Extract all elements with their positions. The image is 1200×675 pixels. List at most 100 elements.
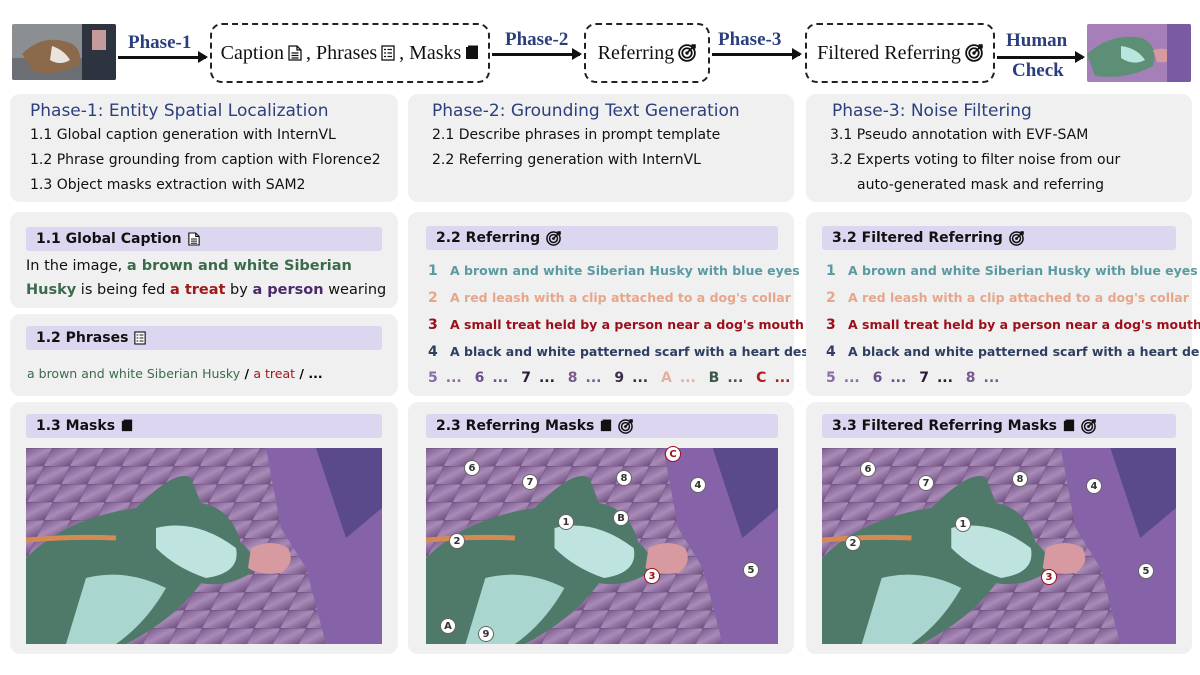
more-num: 6 — [474, 370, 485, 386]
more-num: 6 — [872, 370, 883, 386]
mask-badge: 4 — [1086, 478, 1102, 494]
caption-text-plain: In the image, — [26, 258, 127, 274]
referring-item-3: 3 A small treat held by a person near a d… — [428, 317, 804, 333]
filtered-text: A red leash with a clip attached to a do… — [848, 290, 1189, 305]
phase3-title: Phase-3: Noise Filtering — [832, 101, 1032, 121]
mask-badge: 7 — [918, 475, 934, 491]
filtered-masks-title: 3.3 Filtered Referring Masks — [832, 418, 1058, 434]
document-icon — [288, 45, 302, 61]
check-label: Check — [1012, 60, 1064, 81]
caption-person-phrase: a person — [252, 282, 324, 298]
more-ellipsis: ... — [890, 370, 907, 386]
phase3-panel — [806, 94, 1192, 202]
target-icon — [1009, 231, 1024, 246]
mask-badge: 5 — [1138, 563, 1154, 579]
list-icon — [134, 331, 146, 345]
referring-more-items: 5... 6... 7... 8... 9... A... B... C... — [428, 370, 798, 386]
mask-badge: C — [665, 446, 681, 462]
referring-text: A small treat held by a person near a do… — [450, 317, 804, 332]
more-num: C — [756, 370, 767, 386]
phase2-step-2: 2.2 Referring generation with InternVL — [432, 152, 701, 168]
global-caption-title: 1.1 Global Caption — [36, 231, 182, 247]
more-num: 7 — [919, 370, 929, 386]
referring-num: 3 — [428, 317, 438, 333]
more-ellipsis: ... — [679, 370, 696, 386]
arrow-human-check — [997, 51, 1085, 63]
mask-badge: 9 — [478, 626, 494, 642]
more-num: 5 — [428, 370, 438, 386]
phase1-label: Phase-1 — [128, 32, 192, 53]
phrase-separator: / — [240, 366, 254, 381]
filtered-masks-header: 3.3 Filtered Referring Masks — [822, 414, 1176, 438]
mask-badge: 4 — [690, 477, 706, 493]
phase1-panel — [10, 94, 398, 202]
target-icon — [1081, 419, 1096, 434]
phase2-label: Phase-2 — [505, 29, 569, 50]
phase3-step-2-cont: auto-generated mask and referring — [857, 177, 1104, 193]
filtered-num: 4 — [826, 344, 836, 360]
filtered-referring-title: 3.2 Filtered Referring — [832, 230, 1003, 246]
phase2-step-1: 2.1 Describe phrases in prompt template — [432, 127, 721, 143]
mask-badge: 8 — [1012, 471, 1028, 487]
filtered-text: A black and white patterned scarf with a… — [848, 344, 1200, 359]
filtered-item-1: 1 A brown and white Siberian Husky with b… — [826, 263, 1198, 279]
filtered-more-items: 5... 6... 7... 8... — [826, 370, 1008, 386]
referring-label: Referring — [597, 41, 675, 64]
filtered-num: 1 — [826, 263, 836, 279]
masks-label: , Masks — [399, 41, 462, 64]
phase1-step-3: 1.3 Object masks extraction with SAM2 — [30, 177, 306, 193]
mask-badge: 2 — [845, 535, 861, 551]
referring-text: A red leash with a clip attached to a do… — [450, 290, 791, 305]
mask-badge: 1 — [558, 514, 574, 530]
filtered-masks-image — [822, 448, 1176, 644]
more-ellipsis: ... — [936, 370, 953, 386]
more-ellipsis: ... — [727, 370, 744, 386]
filtered-referring-label: Filtered Referring — [817, 41, 961, 64]
more-ellipsis: ... — [632, 370, 649, 386]
mask-badge: 8 — [616, 470, 632, 486]
more-num: 8 — [567, 370, 578, 386]
caption-treat-phrase: a treat — [169, 282, 226, 298]
mask-badge: A — [440, 618, 456, 634]
masks-title: 1.3 Masks — [36, 418, 116, 434]
phrase-husky: a brown and white Siberian Husky — [27, 366, 241, 381]
phrases-label: , Phrases — [306, 41, 378, 64]
more-ellipsis: ... — [843, 370, 860, 386]
mask-icon — [121, 419, 133, 433]
phrases-title: 1.2 Phrases — [36, 330, 129, 346]
referring-title: 2.2 Referring — [436, 230, 541, 246]
human-label: Human — [1006, 30, 1068, 51]
list-icon — [381, 45, 395, 61]
arrow-phase2 — [492, 48, 582, 60]
more-num: 7 — [521, 370, 531, 386]
target-icon — [965, 44, 983, 62]
caption-by-text: by — [225, 282, 253, 298]
filtered-num: 3 — [826, 317, 836, 333]
referring-text: A black and white patterned scarf with a… — [450, 344, 831, 359]
phase2-title: Phase-2: Grounding Text Generation — [432, 101, 740, 121]
more-ellipsis: ... — [774, 370, 791, 386]
referring-masks-image — [426, 448, 778, 644]
mask-icon — [1063, 419, 1075, 433]
phrases-header: 1.2 Phrases — [26, 326, 382, 350]
mask-icon — [465, 45, 479, 61]
mask-badge: 3 — [1041, 569, 1057, 585]
mask-badge: 3 — [644, 568, 660, 584]
masks-header: 1.3 Masks — [26, 414, 382, 438]
phase3-label: Phase-3 — [718, 29, 782, 50]
more-num: B — [708, 370, 720, 386]
phase3-step-1: 3.1 Pseudo annotation with EVF-SAM — [830, 127, 1089, 143]
more-num: 5 — [826, 370, 836, 386]
more-num: A — [660, 370, 672, 386]
caption-fed-text: is being fed — [76, 282, 170, 298]
more-ellipsis: ... — [445, 370, 462, 386]
filtered-text: A brown and white Siberian Husky with bl… — [848, 263, 1198, 278]
more-num: 9 — [614, 370, 625, 386]
mask-badge: 5 — [743, 562, 759, 578]
target-icon — [618, 419, 633, 434]
phrase-ellipsis: / ... — [295, 366, 323, 381]
